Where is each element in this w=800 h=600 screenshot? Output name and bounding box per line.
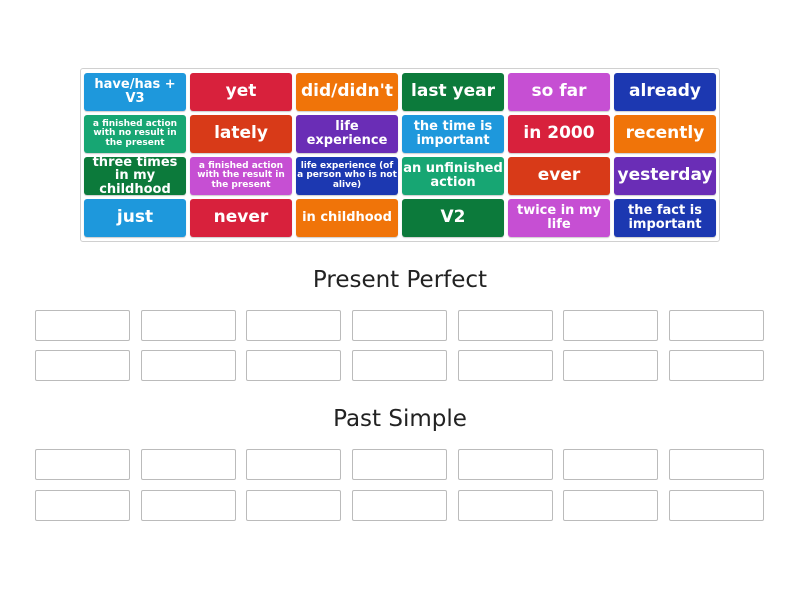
present-perfect-drop-slot[interactable] — [141, 350, 236, 381]
present-perfect-drop-slot[interactable] — [458, 350, 553, 381]
word-tile[interactable]: in 2000 — [508, 115, 610, 153]
word-tile[interactable]: in childhood — [296, 199, 398, 237]
past-simple-drop-slot[interactable] — [563, 449, 658, 480]
word-tile[interactable]: ever — [508, 157, 610, 195]
past-simple-drop-slot[interactable] — [246, 449, 341, 480]
present-perfect-drop-slot[interactable] — [352, 310, 447, 341]
past-simple-drop-slot[interactable] — [35, 490, 130, 521]
word-tile[interactable]: an unfinished action — [402, 157, 504, 195]
word-tile[interactable]: a finished action with the result in the… — [190, 157, 292, 195]
past-simple-drop-slot[interactable] — [141, 490, 236, 521]
word-tile[interactable]: have/has + V3 — [84, 73, 186, 111]
past-simple-drop-slot[interactable] — [458, 490, 553, 521]
word-tile[interactable]: V2 — [402, 199, 504, 237]
word-tile[interactable]: just — [84, 199, 186, 237]
word-tile[interactable]: recently — [614, 115, 716, 153]
past-simple-drop-slot[interactable] — [563, 490, 658, 521]
word-tile[interactable]: life experience (of a person who is not … — [296, 157, 398, 195]
present-perfect-drop-slot[interactable] — [141, 310, 236, 341]
past-simple-drop-slot[interactable] — [669, 449, 764, 480]
word-tile[interactable]: last year — [402, 73, 504, 111]
word-tile[interactable]: lately — [190, 115, 292, 153]
word-tile[interactable]: the time is important — [402, 115, 504, 153]
past-simple-drop-slot[interactable] — [352, 449, 447, 480]
word-tile[interactable]: life experience — [296, 115, 398, 153]
word-tile[interactable]: three times in my childhood — [84, 155, 186, 196]
word-tile[interactable]: did/didn't — [296, 73, 398, 111]
word-tile[interactable]: already — [614, 73, 716, 111]
past-simple-drop-slot[interactable] — [458, 449, 553, 480]
present-perfect-drop-slot[interactable] — [563, 350, 658, 381]
word-tile[interactable]: the fact is important — [614, 199, 716, 237]
word-tile[interactable]: so far — [508, 73, 610, 111]
past-simple-drop-slot[interactable] — [352, 490, 447, 521]
present-perfect-drop-slot[interactable] — [563, 310, 658, 341]
present-perfect-drop-slot[interactable] — [458, 310, 553, 341]
past-simple-drop-slot[interactable] — [246, 490, 341, 521]
group-title-present-perfect: Present Perfect — [312, 267, 488, 293]
past-simple-drop-slot[interactable] — [141, 449, 236, 480]
present-perfect-drop-slot[interactable] — [669, 350, 764, 381]
present-perfect-drop-slot[interactable] — [352, 350, 447, 381]
word-tile[interactable]: a finished action with no result in the … — [84, 115, 186, 153]
word-tile[interactable]: never — [190, 199, 292, 237]
present-perfect-drop-slot[interactable] — [35, 310, 130, 341]
present-perfect-drop-slot[interactable] — [669, 310, 764, 341]
word-tile[interactable]: yesterday — [614, 157, 716, 195]
group-title-past-simple: Past Simple — [333, 406, 467, 432]
word-tile[interactable]: twice in my life — [508, 199, 610, 237]
past-simple-drop-slot[interactable] — [669, 490, 764, 521]
past-simple-drop-slot[interactable] — [35, 449, 130, 480]
present-perfect-drop-slot[interactable] — [246, 310, 341, 341]
word-tile[interactable]: yet — [190, 73, 292, 111]
present-perfect-drop-slot[interactable] — [35, 350, 130, 381]
present-perfect-drop-slot[interactable] — [246, 350, 341, 381]
